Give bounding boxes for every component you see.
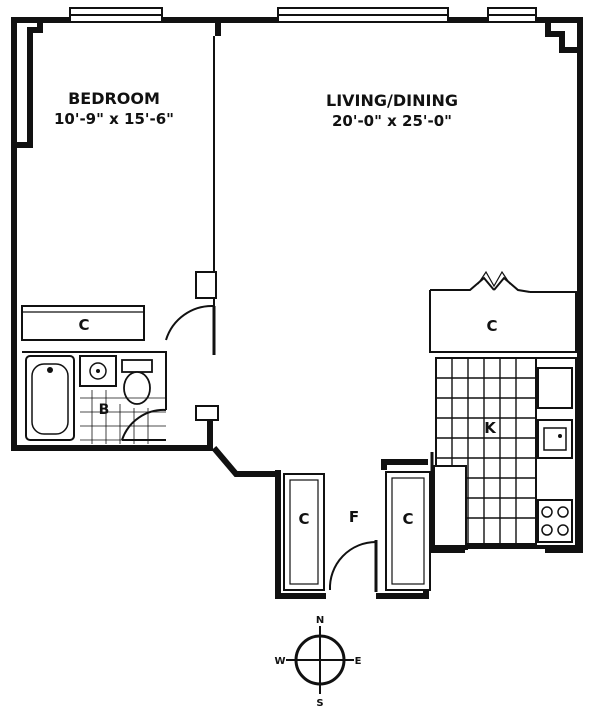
compass-south: S [316,698,323,709]
compass-north: N [316,615,324,626]
living-closet-label: C [486,317,497,335]
bedroom-dims: 10'-9" x 15'-6" [54,110,174,128]
exterior-walls [11,17,583,599]
foyer-right-closet-label: C [402,510,413,528]
compass-east: E [355,656,362,667]
foyer-left-closet-label: C [298,510,309,528]
bathroom [25,355,219,444]
living-name: LIVING/DINING [326,91,458,110]
foyer-label: F [349,508,359,526]
compass-icon [286,626,354,694]
bedroom-closet-label: C [78,316,89,334]
kitchen-label: K [484,419,497,437]
kitchen [430,357,577,550]
living-dims: 20'-0" x 25'-0" [332,112,452,130]
compass-west: W [274,656,285,667]
bedroom-name: BEDROOM [68,89,160,108]
living-closet [429,270,577,353]
bath-label: B [99,402,110,418]
windows [69,7,537,23]
bedroom-walls [21,36,217,410]
foyer-closets [283,471,431,592]
